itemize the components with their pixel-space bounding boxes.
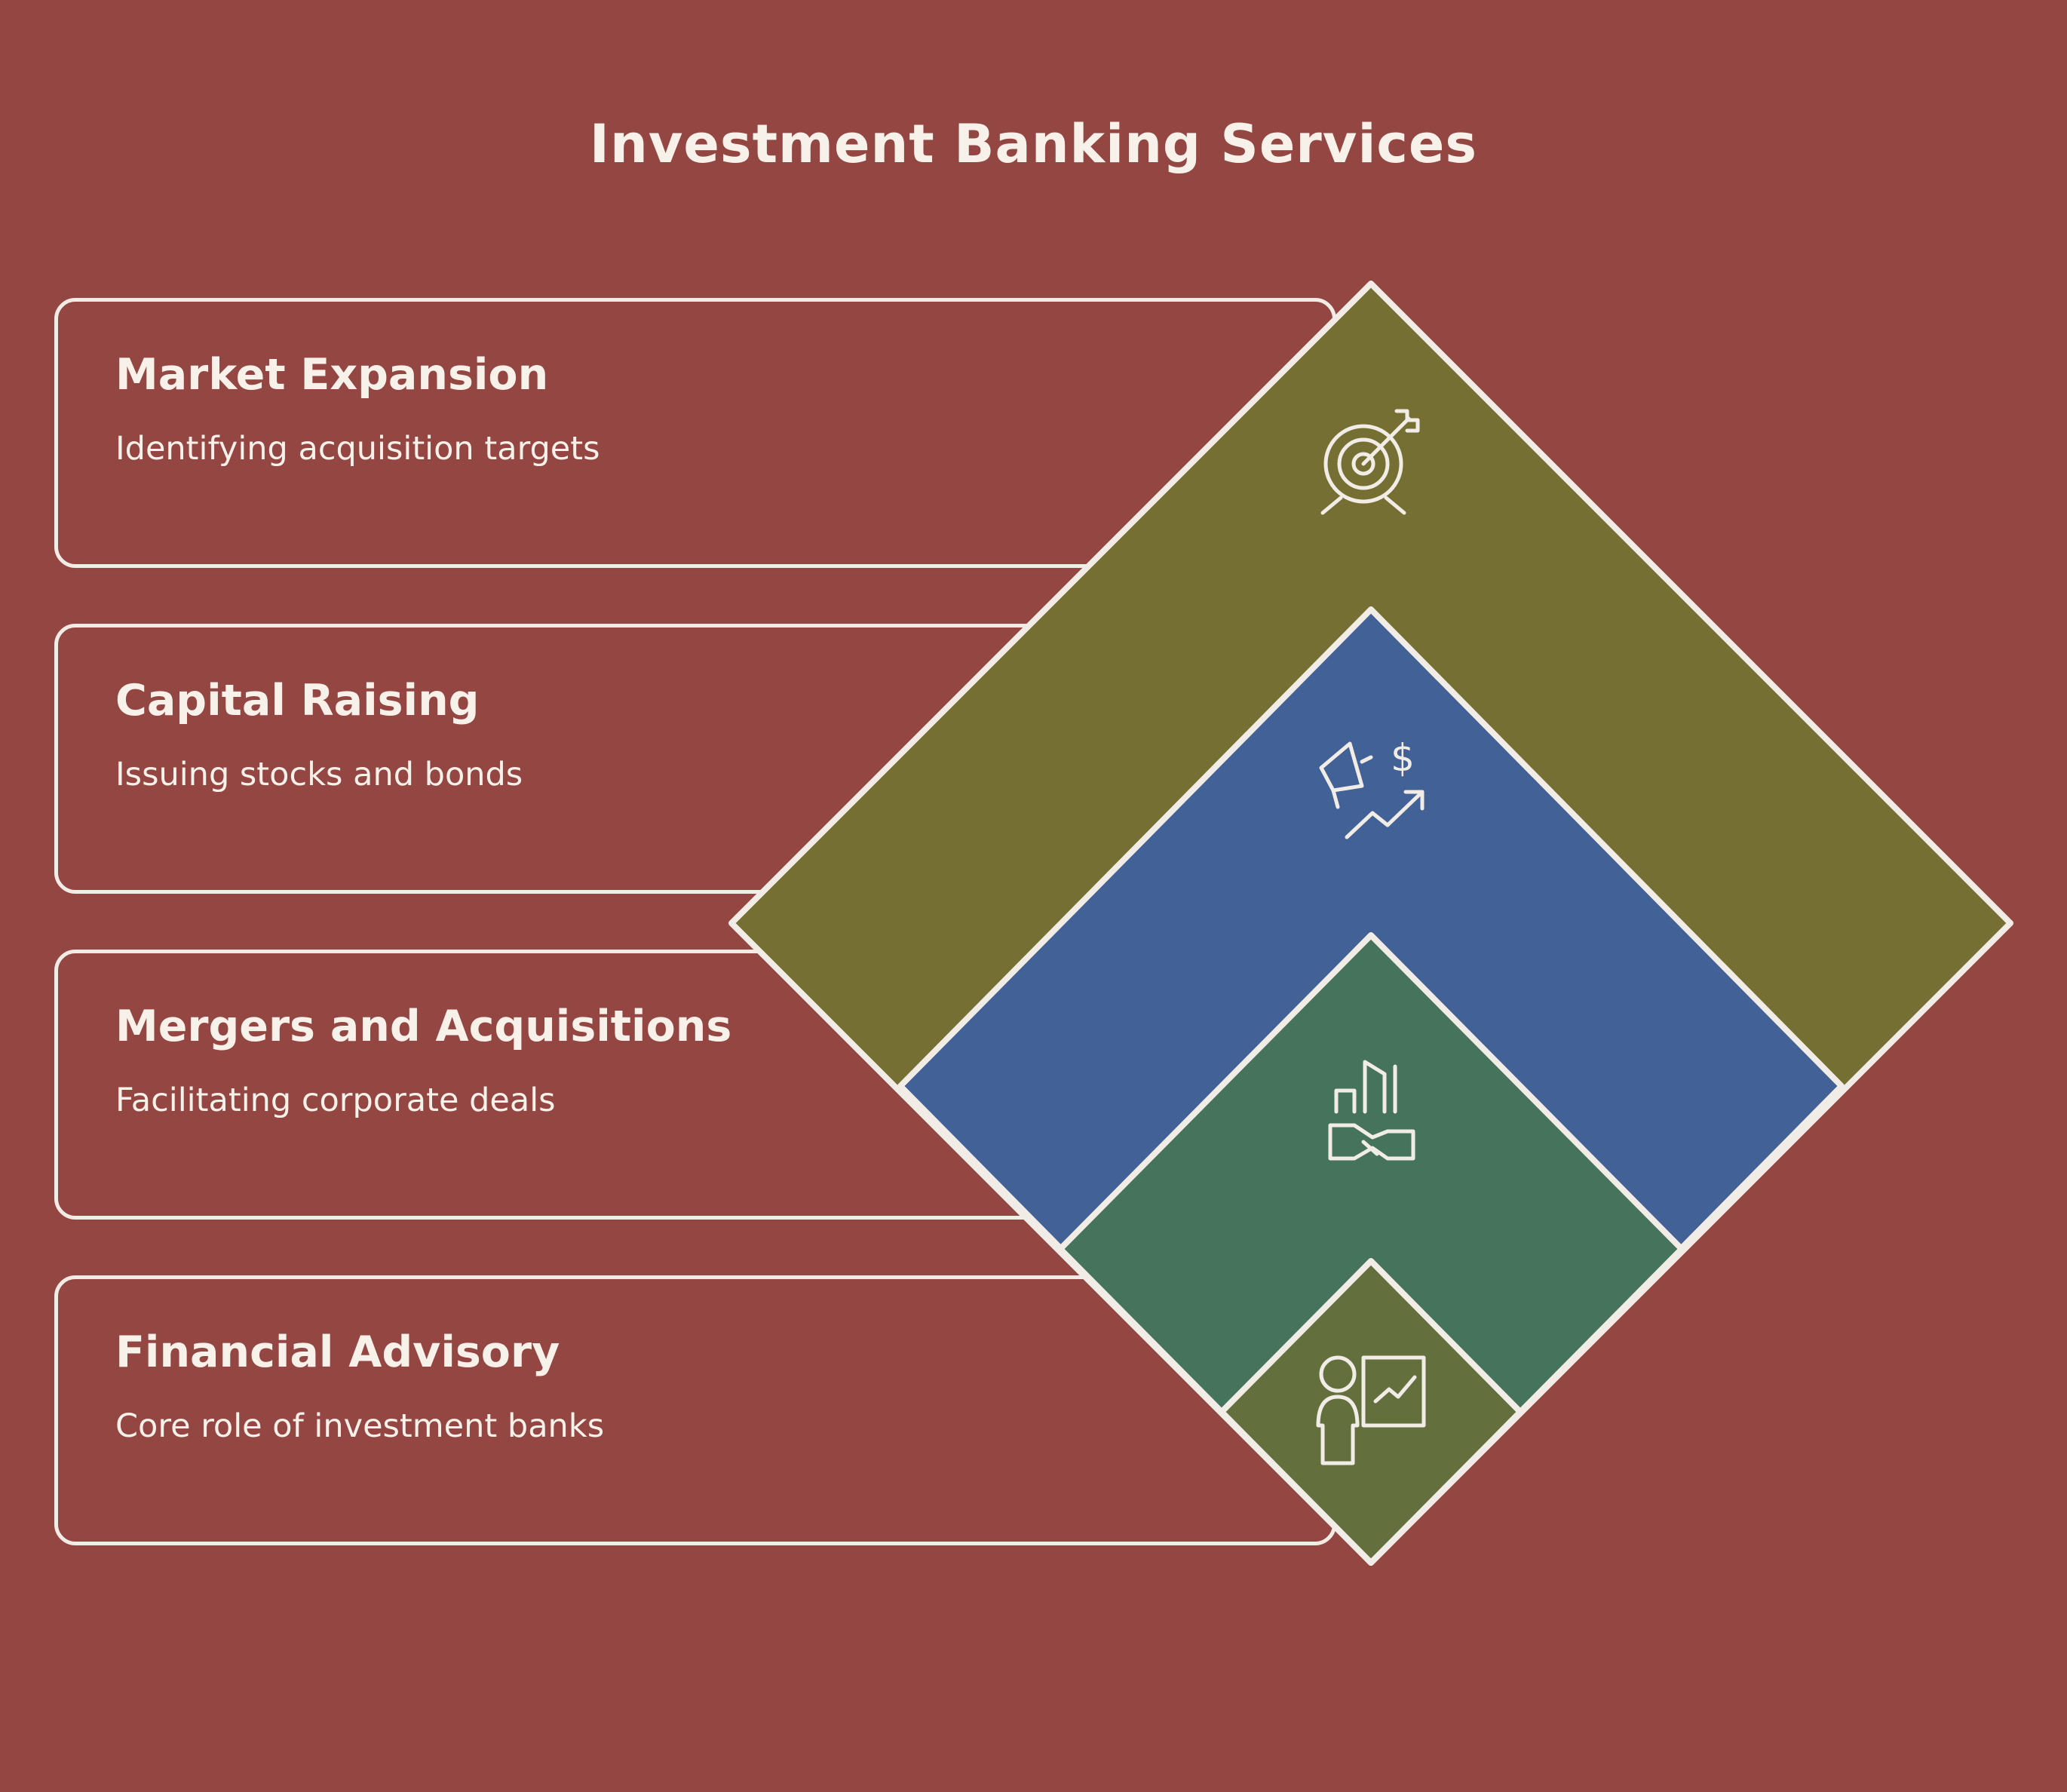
diagram-title: Investment Banking Services: [589, 113, 1478, 175]
layer-title: Mergers and Acquisitions: [115, 1002, 732, 1051]
svg-text:$: $: [1391, 736, 1415, 780]
diamond-financial-advisory: [1219, 1258, 1523, 1566]
layer-description: Identifying acquisition targets: [115, 430, 600, 468]
layer-description: Issuing stocks and bonds: [115, 756, 523, 793]
layer-card-market-expansion: Market Expansion Identifying acquisition…: [54, 298, 1336, 568]
layer-description: Core role of investment banks: [115, 1407, 605, 1445]
handshake-buildings-icon: [1328, 1060, 1415, 1161]
layer-description: Facilitating corporate deals: [115, 1082, 556, 1119]
target-icon: [1320, 409, 1420, 515]
layer-title: Financial Advisory: [115, 1327, 560, 1377]
layer-title: Market Expansion: [115, 350, 549, 400]
megaphone-dollar-growth-icon: $: [1319, 736, 1425, 839]
layer-card-capital-raising: Capital Raising Issuing stocks and bonds: [54, 624, 1336, 894]
layer-card-financial-advisory: Financial Advisory Core role of investme…: [54, 1275, 1336, 1545]
layer-title: Capital Raising: [115, 676, 480, 726]
presenter-chart-icon: [1316, 1355, 1426, 1465]
